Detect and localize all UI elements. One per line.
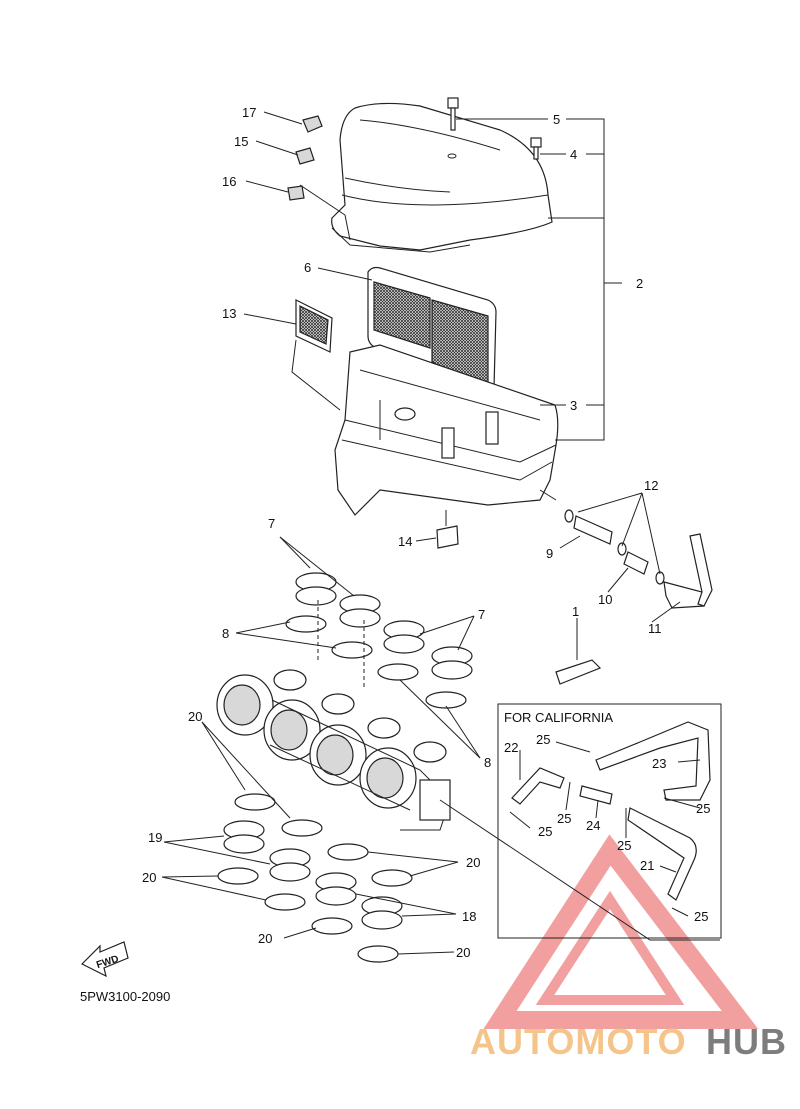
california-box (497, 703, 722, 939)
callout-20-e: 20 (456, 945, 470, 960)
callout-cal-23: 23 (652, 756, 666, 771)
carburetor-joint-7 (295, 572, 473, 680)
clamp-8 (285, 615, 467, 709)
air-filter-element (367, 266, 497, 397)
forward-arrow-icon: FWD (80, 941, 129, 978)
callout-cal-25-b: 25 (696, 801, 710, 816)
callout-14: 14 (398, 534, 412, 549)
callout-cal-25-e: 25 (617, 838, 631, 853)
carburetor-assembly (216, 669, 451, 831)
callout-cal-25-c: 25 (538, 824, 552, 839)
intake-joint-18 (315, 872, 403, 930)
callout-8-right: 8 (484, 755, 491, 770)
california-labels: FOR CALIFORNIA 25 22 23 25 25 25 24 25 2… (504, 710, 710, 924)
joint-13 (295, 299, 333, 353)
callout-10: 10 (598, 592, 612, 607)
watermark-logo (483, 834, 759, 1029)
collar-16 (287, 185, 305, 201)
callout-3: 3 (570, 398, 577, 413)
air-filter-case-cover (331, 102, 553, 253)
air-filter-case-lower (334, 344, 559, 516)
callout-2: 2 (636, 276, 643, 291)
bolt-17 (302, 115, 323, 133)
california-hose-22 (511, 767, 565, 805)
callout-labels: 17 15 16 5 4 2 6 13 3 12 14 9 10 11 1 7 … (142, 105, 662, 960)
drain-plug-14 (436, 525, 459, 549)
callout-1: 1 (572, 604, 579, 619)
callout-cal-24: 24 (586, 818, 600, 833)
watermark-prefix: AUTOMOTO (470, 1021, 687, 1062)
watermark-text: AUTOMOTO HUB (470, 1021, 787, 1062)
grommet-15 (295, 147, 315, 165)
callout-13: 13 (222, 306, 236, 321)
hose-9 (573, 515, 613, 545)
callout-9: 9 (546, 546, 553, 561)
hose-11 (663, 533, 713, 609)
callout-16: 16 (222, 174, 236, 189)
joint-10 (623, 551, 649, 575)
callout-cal-25-a: 25 (536, 732, 550, 747)
callout-6: 6 (304, 260, 311, 275)
callout-5: 5 (553, 112, 560, 127)
clamp-20 (217, 793, 413, 963)
bolt-5 (447, 97, 459, 131)
callout-20-d: 20 (258, 931, 272, 946)
callout-8-left: 8 (222, 626, 229, 641)
callout-19: 19 (148, 830, 162, 845)
callout-cal-21: 21 (640, 858, 654, 873)
callout-20-b: 20 (466, 855, 480, 870)
intake-joint-19 (223, 820, 311, 882)
drawing-code: 5PW3100-2090 (80, 989, 170, 1004)
callout-4: 4 (570, 147, 577, 162)
callout-cal-25-f: 25 (694, 909, 708, 924)
bracket-1 (555, 659, 602, 685)
callout-15: 15 (234, 134, 248, 149)
callout-7-right: 7 (478, 607, 485, 622)
watermark-suffix: HUB (706, 1021, 787, 1062)
california-hose-23 (595, 721, 711, 801)
callout-11: 11 (648, 621, 662, 636)
california-joint-24 (579, 785, 613, 805)
leader-lines (161, 111, 720, 955)
california-hose-21 (627, 807, 697, 901)
callout-20-c: 20 (142, 870, 156, 885)
clamp-12 (564, 509, 665, 585)
callout-17: 17 (242, 105, 256, 120)
california-title: FOR CALIFORNIA (504, 710, 613, 725)
screw-4 (530, 137, 542, 160)
callout-20-a: 20 (188, 709, 202, 724)
callout-7-top: 7 (268, 516, 275, 531)
callout-18: 18 (462, 909, 476, 924)
callout-12: 12 (644, 478, 658, 493)
callout-cal-22: 22 (504, 740, 518, 755)
callout-cal-25-d: 25 (557, 811, 571, 826)
